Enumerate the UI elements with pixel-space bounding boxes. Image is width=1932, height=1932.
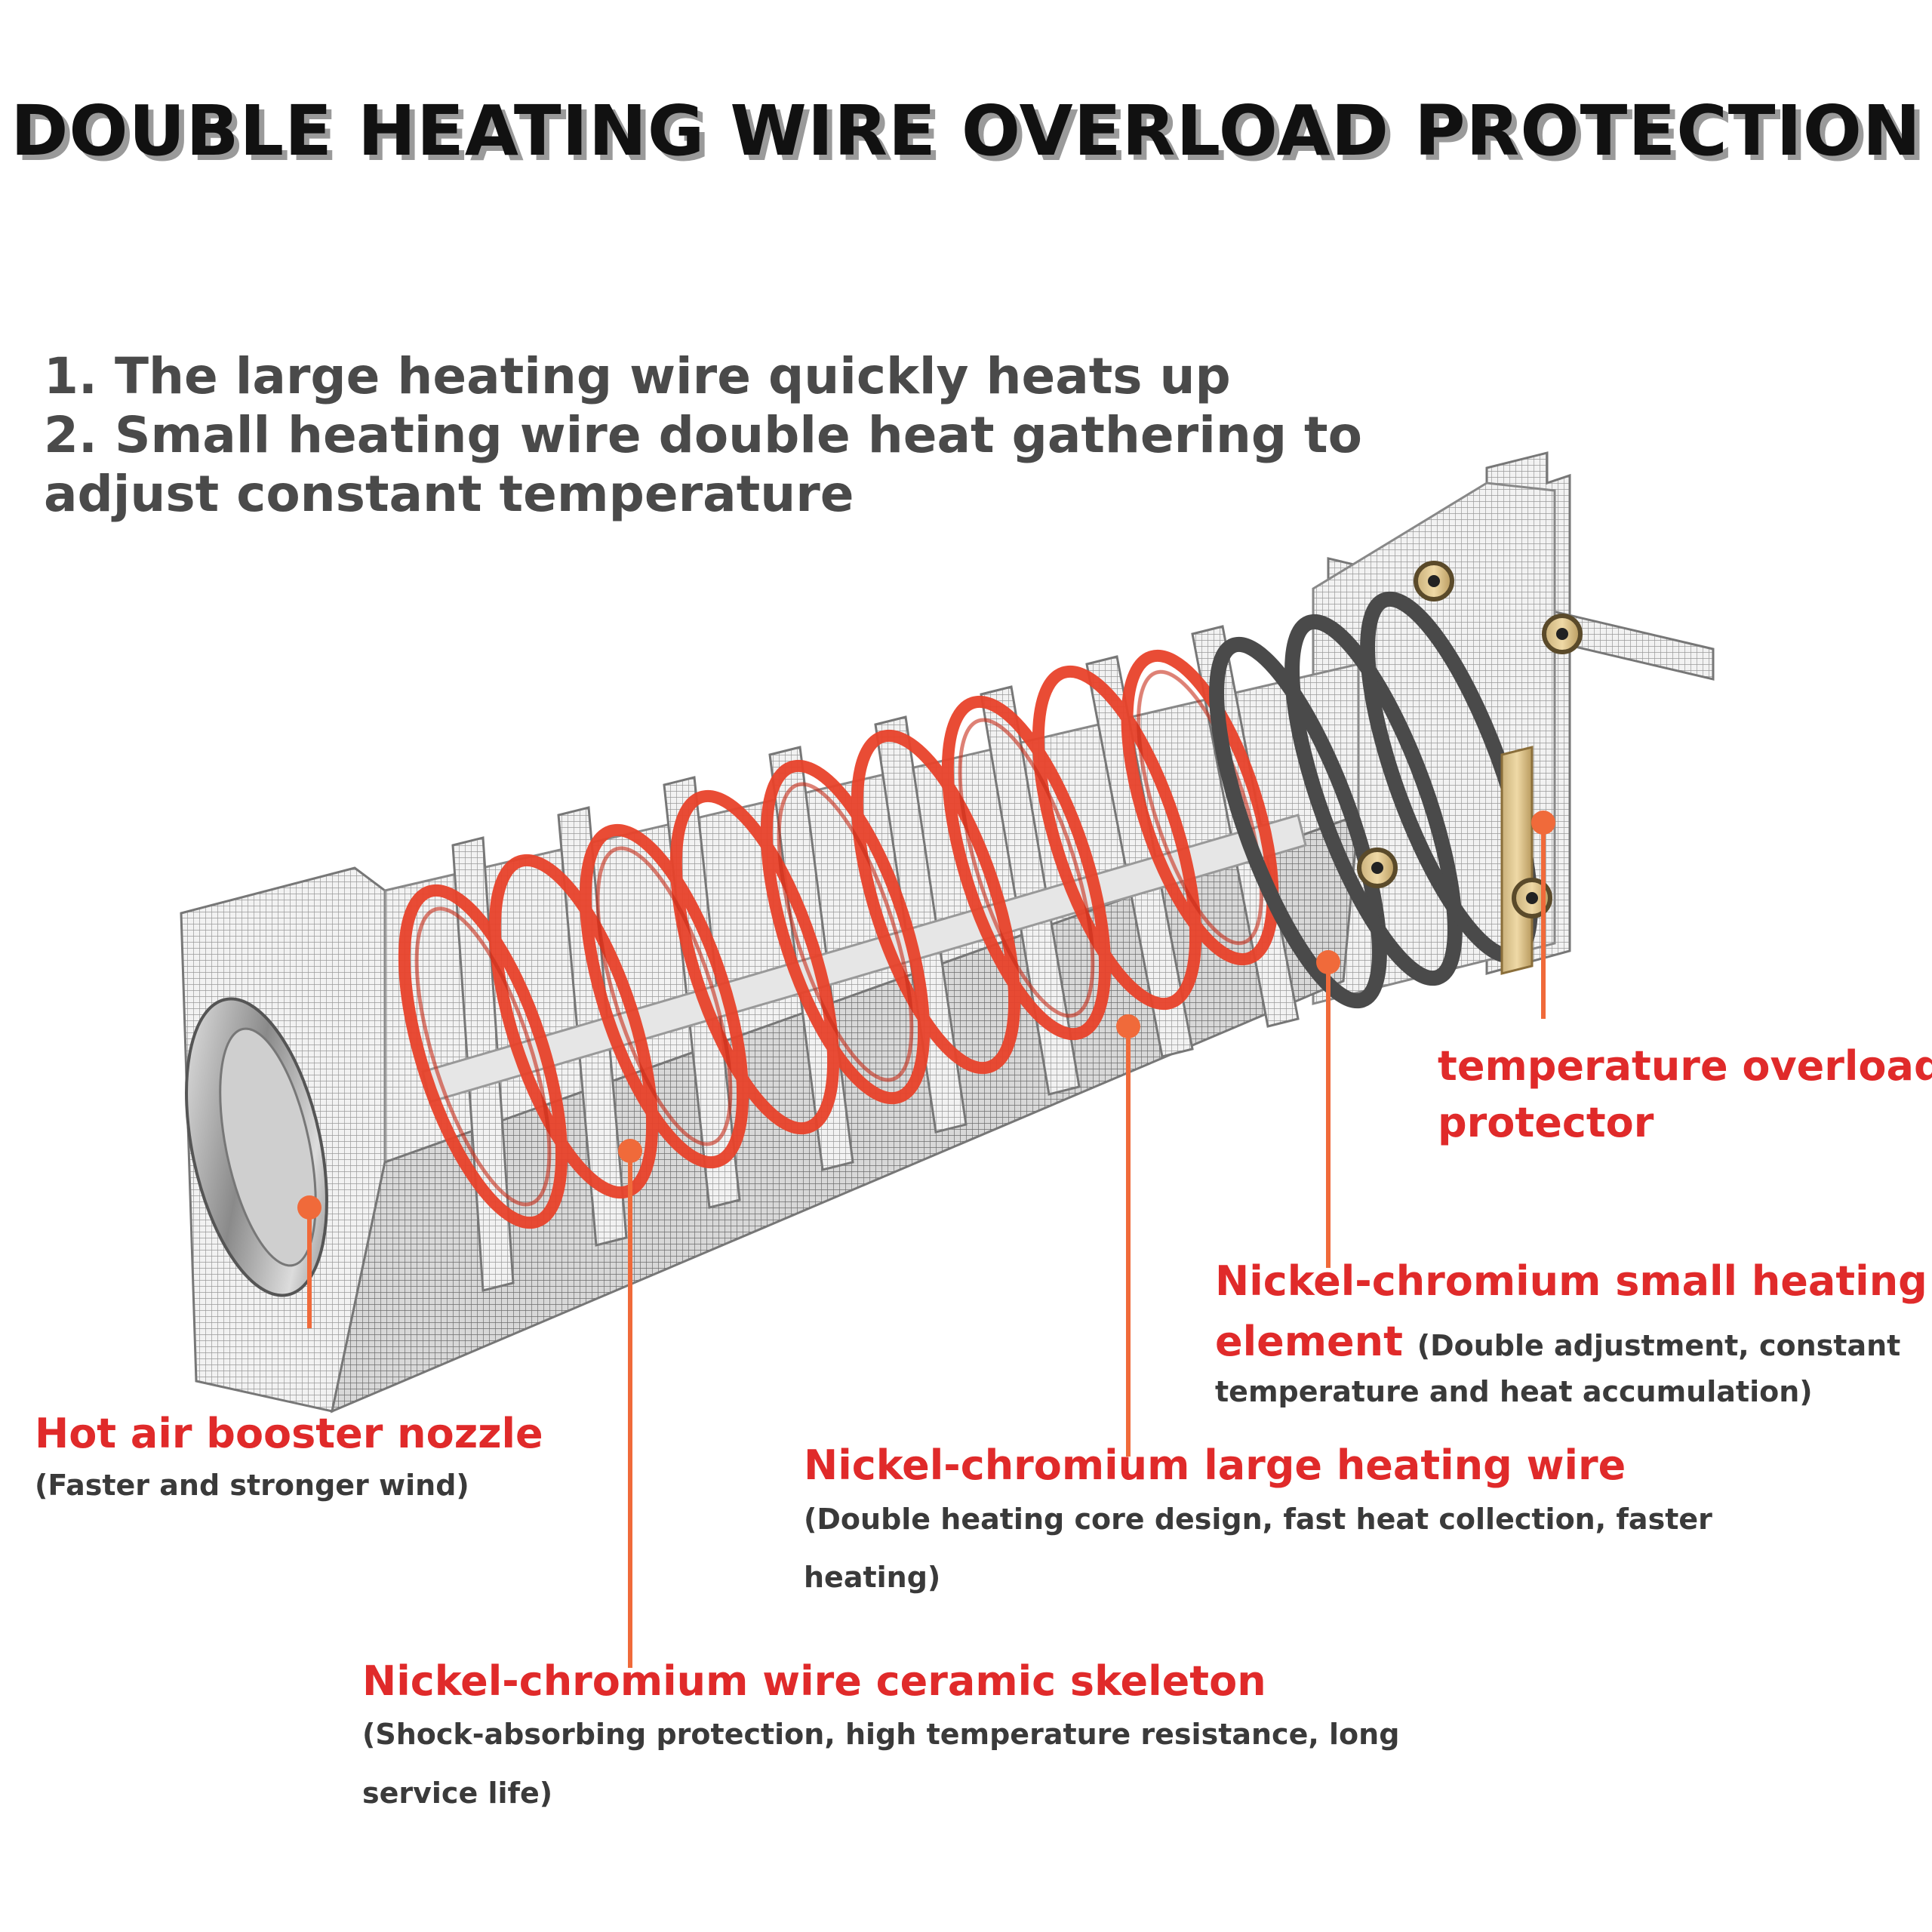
callout-nozzle-sub: (Faster and stronger wind) — [35, 1469, 469, 1502]
page-title: DOUBLE HEATING WIRE OVERLOAD PROTECTION — [11, 91, 1921, 171]
small-element-sub-inline: (Double adjustment, constant — [1417, 1329, 1901, 1362]
small-element-word: element — [1215, 1318, 1403, 1365]
callout-skeleton-label: Nickel-chromium wire ceramic skeleton — [362, 1657, 1266, 1705]
point-2: 2. Small heating wire double heat gather… — [44, 406, 1362, 464]
callout-large-wire-sub: (Double heating core design, fast heat c… — [804, 1503, 1712, 1536]
callout-protector-label: temperature overload — [1438, 1042, 1932, 1090]
point-2-continued: adjust constant temperature — [44, 465, 854, 523]
callout-leaders — [297, 811, 1555, 1668]
hot-air-nozzle-part — [185, 997, 328, 1297]
key-points: 1. The large heating wire quickly heats … — [44, 347, 1478, 524]
temperature-overload-protector-part — [1414, 561, 1583, 975]
callout-small-element-label: Nickel-chromium small heating — [1215, 1257, 1927, 1305]
point-1: 1. The large heating wire quickly heats … — [44, 347, 1231, 405]
callout-protector-label-line2: protector — [1438, 1099, 1654, 1146]
callout-small-element-label-line2: element (Double adjustment, constant — [1215, 1313, 1900, 1374]
callout-small-element-sub: temperature and heat accumulation) — [1215, 1375, 1813, 1408]
coil-winding-detail — [414, 669, 1263, 1207]
callout-nozzle-label: Hot air booster nozzle — [35, 1410, 543, 1457]
element-rivets — [1357, 848, 1398, 888]
callout-skeleton-sub: (Shock-absorbing protection, high temper… — [362, 1718, 1400, 1751]
callout-large-wire-sub-line2: heating) — [804, 1561, 941, 1594]
callout-skeleton-sub-line2: service life) — [362, 1777, 553, 1810]
callout-large-wire-label: Nickel-chromium large heating wire — [804, 1441, 1626, 1489]
large-heating-coils — [398, 649, 1279, 1229]
